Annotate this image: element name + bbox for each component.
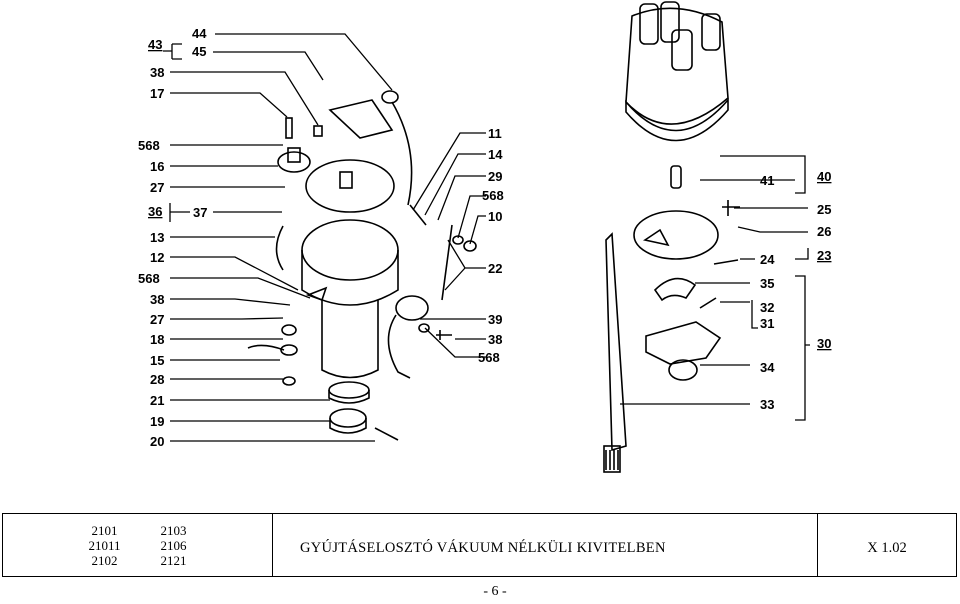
part-number-label: 568: [478, 350, 500, 365]
model-number: 2103: [160, 522, 187, 538]
part-number-label: 21: [150, 393, 164, 408]
part-number-label: 36: [148, 204, 162, 219]
part-number-label: 19: [150, 414, 164, 429]
distributor-components: [247, 1, 740, 473]
model-number: 21011: [88, 537, 121, 553]
model-numbers-cell: 2101 21011 2102 2103 2106 2121: [3, 514, 273, 576]
exploded-parts-diagram: 43 44 45 38 17 568 16 27 36 37 13 12 568 38 27 18 15 28 21…: [138, 1, 831, 473]
part-number-label: 10: [488, 209, 502, 224]
model-number: 2101: [91, 522, 118, 538]
part-number-label: 22: [488, 261, 502, 276]
model-column-right: 2103 2106 2121: [161, 523, 187, 568]
model-number: 2121: [160, 552, 187, 568]
document-title-cell: GYÚJTÁSELOSZTÓ VÁKUUM NÉLKÜLI KIVITELBEN: [273, 514, 818, 576]
part-number-label: 20: [150, 434, 164, 449]
part-number-label: 27: [150, 312, 164, 327]
part-number-label: 45: [192, 44, 206, 59]
part-number-label: 38: [488, 332, 502, 347]
part-number-label: 40: [817, 169, 831, 184]
part-number-label: 27: [150, 180, 164, 195]
part-number-label: 32: [760, 300, 774, 315]
part-number-label: 18: [150, 332, 164, 347]
part-number-label: 568: [138, 271, 160, 286]
part-number-label: 15: [150, 353, 164, 368]
part-number-label: 25: [817, 202, 831, 217]
part-number-label: 16: [150, 159, 164, 174]
part-number-label: 12: [150, 250, 164, 265]
part-number-label: 43: [148, 37, 162, 52]
part-number-label: 31: [760, 316, 774, 331]
part-number-label: 29: [488, 169, 502, 184]
part-number-label: 38: [150, 65, 164, 80]
part-number-label: 568: [138, 138, 160, 153]
part-number-label: 24: [760, 252, 775, 267]
part-number-label: 26: [817, 224, 831, 239]
part-number-labels: 43 44 45 38 17 568 16 27 36 37 13 12 568 38 27 18 15 28 21…: [138, 26, 831, 449]
part-number-label: 38: [150, 292, 164, 307]
part-number-label: 28: [150, 372, 164, 387]
page-number: - 6 -: [483, 584, 507, 599]
part-number-label: 23: [817, 248, 831, 263]
part-number-label: 11: [488, 126, 502, 141]
part-number-label: 14: [488, 147, 503, 162]
part-number-label: 33: [760, 397, 774, 412]
part-number-label: 44: [192, 26, 207, 41]
model-number: 2102: [91, 552, 118, 568]
part-number-label: 17: [150, 86, 164, 101]
model-number: 2106: [160, 537, 187, 553]
title-block: 2101 21011 2102 2103 2106 2121 GYÚJTÁSEL…: [2, 513, 957, 577]
part-number-label: 13: [150, 230, 164, 245]
leader-lines: [163, 33, 810, 442]
part-number-label: 30: [817, 336, 831, 351]
part-number-label: 39: [488, 312, 502, 327]
document-title: GYÚJTÁSELOSZTÓ VÁKUUM NÉLKÜLI KIVITELBEN: [300, 539, 666, 556]
model-column-left: 2101 21011 2102: [88, 523, 120, 568]
part-number-label: 568: [482, 188, 504, 203]
part-number-label: 37: [193, 205, 207, 220]
section-code: X 1.02: [867, 539, 907, 556]
section-code-cell: X 1.02: [818, 514, 956, 576]
part-number-label: 34: [760, 360, 775, 375]
part-number-label: 35: [760, 276, 774, 291]
